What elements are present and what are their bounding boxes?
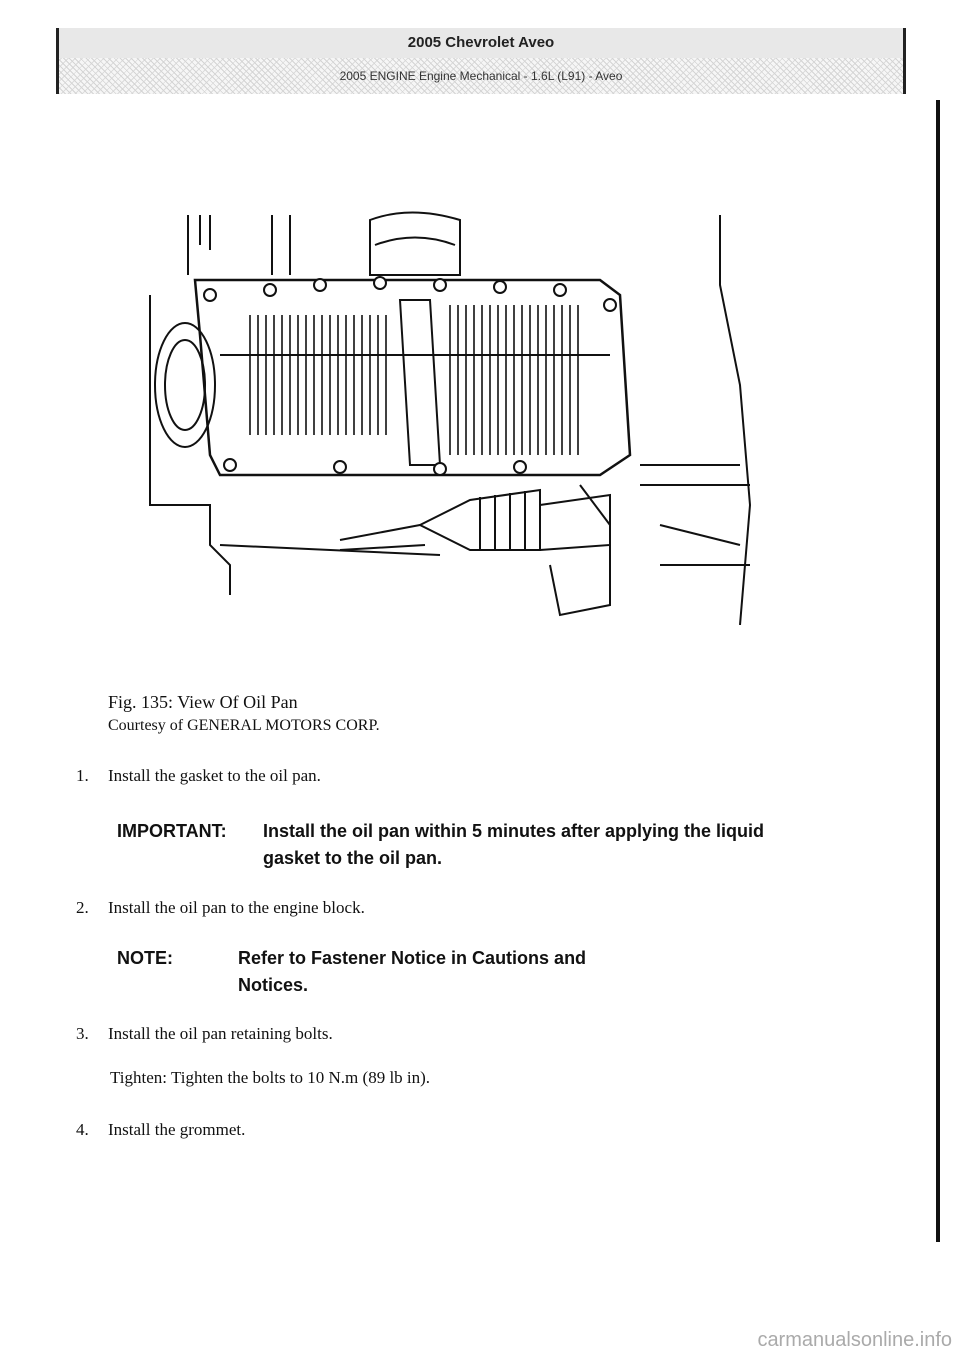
- header-title: 2005 Chevrolet Aveo: [59, 28, 903, 58]
- step-text: Install the grommet.: [108, 1120, 246, 1139]
- watermark-footer[interactable]: carmanualsonline.info: [757, 1329, 952, 1351]
- important-notice: IMPORTANT: Install the oil pan within 5 …: [117, 818, 907, 874]
- step-1: 1. Install the gasket to the oil pan.: [76, 766, 321, 786]
- note-label: NOTE:: [117, 948, 173, 968]
- step-number: 4.: [76, 1120, 89, 1139]
- step-4: 4. Install the grommet.: [76, 1120, 245, 1140]
- important-line-2: gasket to the oil pan.: [263, 848, 443, 868]
- figure-credit: Courtesy of GENERAL MOTORS CORP.: [108, 717, 380, 734]
- important-line-1: Install the oil pan within 5 minutes aft…: [263, 821, 765, 841]
- tighten-instruction: Tighten: Tighten the bolts to 10 N.m (89…: [110, 1068, 431, 1087]
- header-subtitle: 2005 ENGINE Engine Mechanical - 1.6L (L9…: [59, 58, 903, 94]
- step-number: 3.: [76, 1024, 89, 1043]
- step-number: 1.: [76, 766, 89, 785]
- step-text: Install the oil pan to the engine block.: [108, 898, 365, 917]
- step-text: Install the oil pan retaining bolts.: [108, 1024, 333, 1043]
- step-3: 3. Install the oil pan retaining bolts.: [76, 1024, 333, 1044]
- step-2: 2. Install the oil pan to the engine bloc…: [76, 898, 365, 918]
- note-line-1: Refer to Fastener Notice in Cautions and: [238, 948, 587, 968]
- oil-pan-illustration: [149, 211, 752, 625]
- page-header: 2005 Chevrolet Aveo 2005 ENGINE Engine M…: [56, 28, 906, 94]
- step-text: Install the gasket to the oil pan.: [108, 766, 321, 785]
- figure-caption: Fig. 135: View Of Oil Pan: [108, 692, 298, 712]
- figure-caption-block: Fig. 135: View Of Oil Pan Courtesy of GE…: [108, 690, 380, 738]
- note-line-2: Notices.: [238, 975, 309, 995]
- important-label: IMPORTANT:: [117, 821, 227, 841]
- step-number: 2.: [76, 898, 89, 917]
- page-right-border: [936, 100, 940, 1242]
- note-notice: NOTE: Refer to Fastener Notice in Cautio…: [117, 945, 717, 1001]
